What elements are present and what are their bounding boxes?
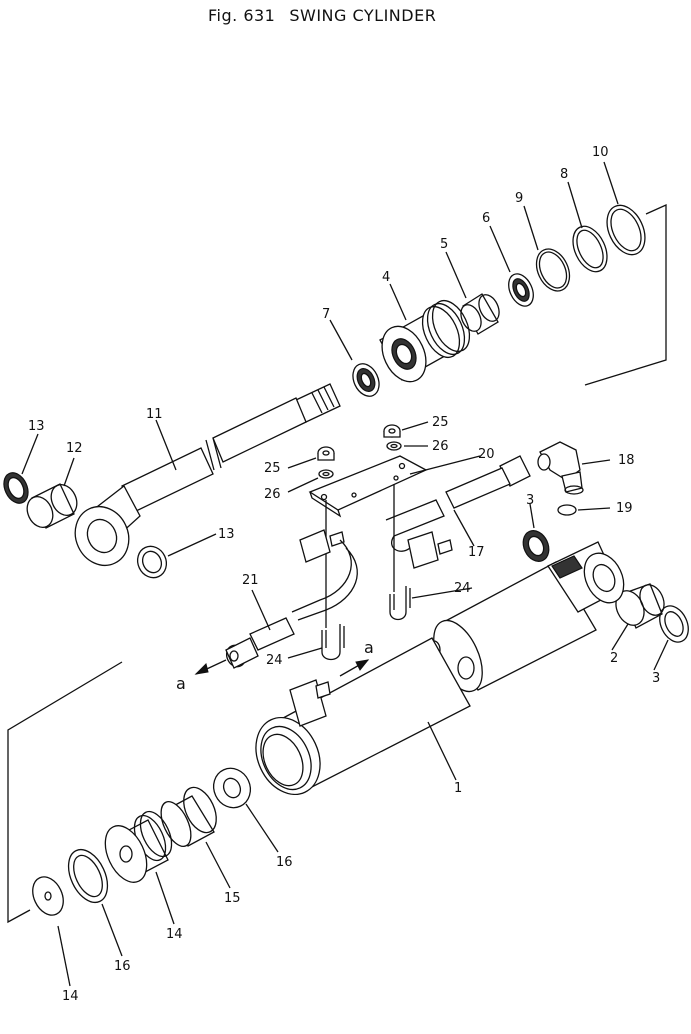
callout-3-upper: 3 (526, 493, 534, 508)
part-o-ring-8 (572, 225, 608, 273)
callout-17: 15 (224, 891, 241, 906)
figure-number: Fig. 631 (208, 6, 276, 25)
callout-7: 7 (322, 307, 330, 322)
callout-25-right: 25 (432, 415, 449, 430)
callout-6: 6 (482, 211, 490, 226)
part-nut-18 (212, 767, 252, 809)
callout-1: 1 (454, 781, 462, 796)
callout-24-right: 24 (454, 581, 471, 596)
part-elbow-21 (537, 441, 584, 495)
part-cylinder-1 (255, 541, 625, 796)
part-ring-16 (67, 848, 109, 904)
callout-13-left: 13 (28, 419, 45, 434)
part-washer-14 (32, 876, 64, 916)
part-ring-9 (535, 248, 571, 292)
callout-15: 14 (166, 927, 183, 942)
part-ring-17 (160, 786, 217, 847)
callout-24-left: 24 (266, 653, 283, 668)
callout-18: 16 (276, 855, 293, 870)
part-piston-4 (379, 299, 471, 383)
arrow-label-a-left: a (176, 674, 186, 693)
callout-19: 17 (468, 545, 485, 560)
callout-26-left: 26 (264, 487, 281, 502)
part-hose-20 (225, 529, 358, 669)
part-plate-23 (308, 455, 428, 518)
callout-25-left: 25 (264, 461, 281, 476)
part-bushing-12 (26, 483, 78, 529)
callout-9: 9 (515, 191, 523, 206)
callout-13-right: 13 (218, 527, 235, 542)
part-washer-26-left (318, 469, 334, 479)
figure-name: SWING CYLINDER (289, 6, 437, 25)
callout-16: 16 (114, 959, 131, 974)
callout-23: 20 (478, 447, 495, 462)
flow-arrow-a-right (339, 659, 370, 677)
part-seal-13-right (136, 545, 168, 579)
part-nut-25-left (317, 446, 335, 461)
upper-boundary-line (584, 203, 667, 386)
part-bearing-7 (352, 363, 380, 397)
callout-4: 4 (382, 270, 390, 285)
part-o-ring-22 (557, 504, 577, 516)
part-seal-13-left (3, 472, 29, 504)
part-piston-15 (104, 810, 173, 883)
callout-3-lower: 3 (652, 671, 660, 686)
callout-12: 12 (66, 441, 83, 456)
callout-5: 5 (440, 237, 448, 252)
part-piston-rod-11 (74, 383, 341, 566)
lower-boundary-line (7, 661, 123, 924)
figure-title: Fig. 631 SWING CYLINDER (208, 6, 436, 25)
part-washer-26-right (386, 441, 402, 451)
callout-20: 21 (242, 573, 259, 588)
part-bushing-2 (615, 583, 665, 629)
part-u-bolt-24-left (321, 624, 345, 661)
part-o-ring-10 (606, 204, 646, 256)
callout-22: 19 (616, 501, 633, 516)
part-bushing-5 (460, 293, 500, 335)
part-hose-19 (385, 455, 531, 569)
callout-11: 11 (146, 407, 163, 422)
arrow-label-a-right: a (364, 638, 374, 657)
assembly-lines (325, 484, 395, 628)
callout-2: 2 (610, 651, 618, 666)
part-nut-25-right (383, 424, 401, 438)
part-bearing-6 (508, 273, 534, 307)
callout-26-right: 26 (432, 439, 449, 454)
flow-arrow-a-left (194, 659, 227, 675)
leader-lines (21, 161, 669, 987)
callout-14: 14 (62, 989, 79, 1004)
callout-10: 10 (592, 145, 609, 160)
callout-8: 8 (560, 167, 568, 182)
callout-21: 18 (618, 453, 635, 468)
part-seal-3-lower (659, 605, 689, 643)
part-u-bolt-24-right (389, 586, 411, 621)
part-seal-3-upper (522, 530, 550, 562)
